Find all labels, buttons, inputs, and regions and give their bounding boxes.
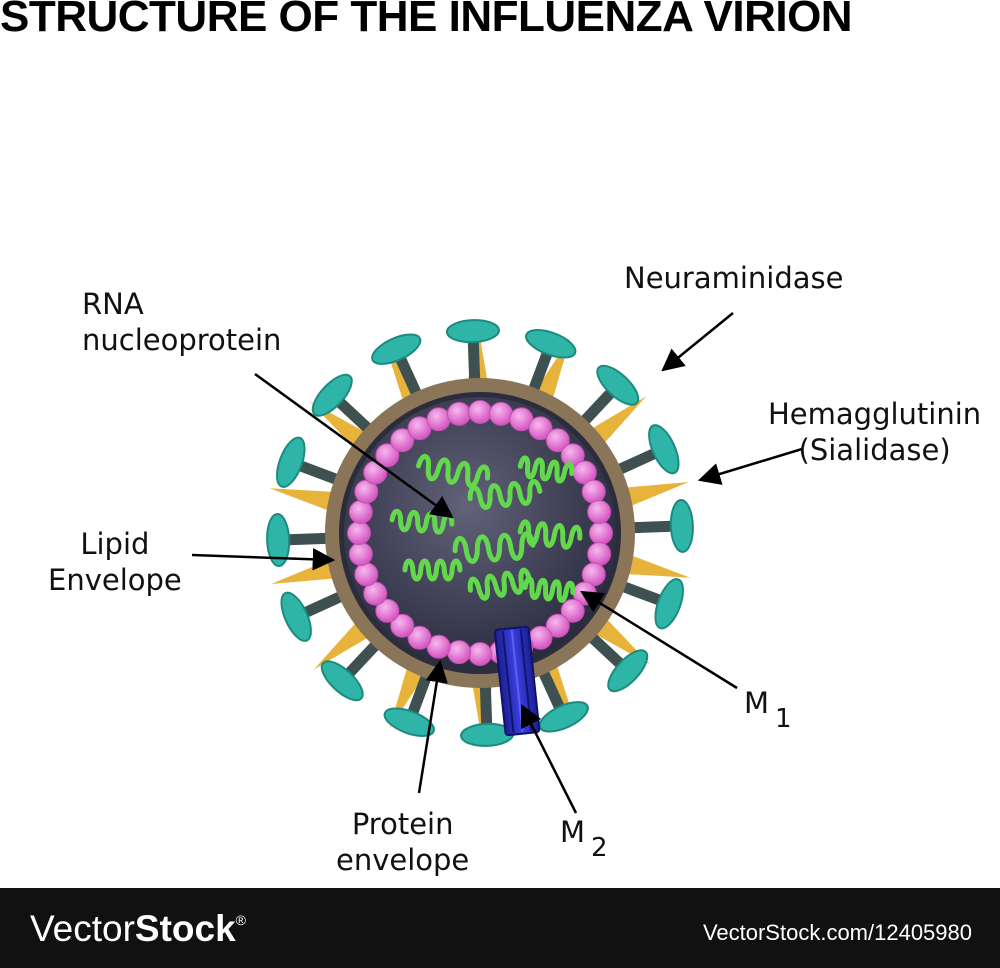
m1-arrow <box>580 590 738 690</box>
label-hemagglutinin: Hemagglutinin (Sialidase) <box>768 396 981 468</box>
m1-bead <box>347 521 371 545</box>
label-neuraminidase: Neuraminidase <box>624 260 843 296</box>
neuraminidase-spike <box>615 578 684 630</box>
m1-bead <box>446 401 471 426</box>
rna-strand <box>389 508 455 535</box>
neuraminidase-spike <box>371 333 424 403</box>
virion-diagram <box>191 312 803 814</box>
neuraminidase-spike <box>383 668 435 737</box>
label-lipid-envelope: Lipid Envelope <box>48 526 182 598</box>
neuraminidase-spike <box>610 424 680 477</box>
m1-bead <box>587 542 612 567</box>
label-rna-line2: nucleoprotein <box>82 323 282 357</box>
m1-bead <box>348 542 373 567</box>
m1-bead <box>468 642 492 666</box>
stock-logo-mark: ® <box>235 912 246 928</box>
label-m1-subscript: 1 <box>775 704 792 734</box>
rna-nucleoprotein-strands <box>389 453 583 603</box>
diagram-title: STRUCTURE OF THE INFLUENZA VIRION <box>0 0 853 41</box>
stock-logo-regular: Vector <box>30 908 135 949</box>
label-rna-line1: RNA <box>82 287 144 321</box>
neuraminidase-spike <box>525 329 577 398</box>
label-protein-envelope: Protein envelope <box>336 806 469 878</box>
hemagglutinin-spike <box>313 620 371 670</box>
neuraminidase-spike <box>584 629 649 693</box>
label-protein-line2: envelope <box>336 843 470 877</box>
label-protein-line1: Protein <box>351 807 454 841</box>
m2-arrow <box>520 703 578 814</box>
label-m1-letter: M <box>744 686 770 720</box>
label-hemagglutinin-line2: (Sialidase) <box>798 433 951 467</box>
m1-bead <box>348 499 373 524</box>
annotation-arrows <box>191 312 803 814</box>
m1-bead <box>528 416 553 441</box>
rna-arrow <box>254 372 454 519</box>
rna-strand <box>467 567 533 601</box>
rna-strand <box>402 558 463 582</box>
label-neuraminidase-text: Neuraminidase <box>624 261 844 295</box>
stock-logo-bold: Stock <box>134 908 236 949</box>
m1-bead <box>375 443 400 468</box>
label-hemagglutinin-line1: Hemagglutinin <box>768 397 982 431</box>
hemagglutinin-spike <box>623 482 689 508</box>
neuraminidase-spike <box>311 373 376 437</box>
neuraminidase-spike <box>624 498 694 553</box>
m1-bead <box>468 400 492 424</box>
hemagglutinin-spike <box>624 554 691 578</box>
rna-strand <box>416 453 491 489</box>
m1-bead <box>375 598 400 623</box>
virion-core <box>344 397 616 669</box>
neuraminidase-spike <box>445 319 500 389</box>
teal-spikes <box>266 319 694 747</box>
label-m2-subscript: 2 <box>591 833 608 863</box>
m1-matrix-beads <box>347 400 613 666</box>
hemagglutinin-spike <box>589 396 647 446</box>
neuraminidase-spike <box>460 677 515 747</box>
rna-strand <box>467 478 543 511</box>
rna-strand <box>517 455 575 484</box>
label-lipid-line2: Envelope <box>48 563 182 597</box>
m1-bead <box>545 428 570 453</box>
neuraminidase-arrow <box>661 312 734 372</box>
m1-bead <box>390 428 415 453</box>
hemagglutinin-spike <box>269 488 336 512</box>
hemagglutinin-arrow <box>697 447 803 485</box>
rna-strand <box>522 576 576 603</box>
m1-bead <box>589 521 613 545</box>
m1-bead <box>354 562 379 587</box>
rna-strand <box>517 519 583 550</box>
neuraminidase-spike <box>276 436 345 488</box>
m1-bead <box>446 640 471 665</box>
m1-bead <box>581 479 606 504</box>
stock-footer: VectorStock® VectorStock.com/12405980 <box>0 888 1000 968</box>
m1-bead <box>545 613 570 638</box>
m1-bead <box>390 613 415 638</box>
neuraminidase-spike <box>266 513 336 568</box>
label-lipid-line1: Lipid <box>80 527 150 561</box>
m1-bead <box>489 401 514 426</box>
rna-strand <box>452 531 536 565</box>
neuraminidase-spike <box>576 364 640 429</box>
neuraminidase-spike <box>320 637 384 702</box>
m1-bead <box>426 407 451 432</box>
m1-bead <box>407 625 432 650</box>
neuraminidase-spike <box>280 589 350 642</box>
stock-image-id: VectorStock.com/12405980 <box>702 920 972 945</box>
stock-logo: VectorStock® <box>30 908 246 950</box>
label-m2-letter: M <box>560 815 586 849</box>
protein-envelope-arrow <box>417 659 448 794</box>
m1-bead <box>587 499 612 524</box>
lipid-arrow <box>191 548 336 571</box>
label-rna-nucleoprotein: RNA nucleoprotein <box>82 286 281 358</box>
